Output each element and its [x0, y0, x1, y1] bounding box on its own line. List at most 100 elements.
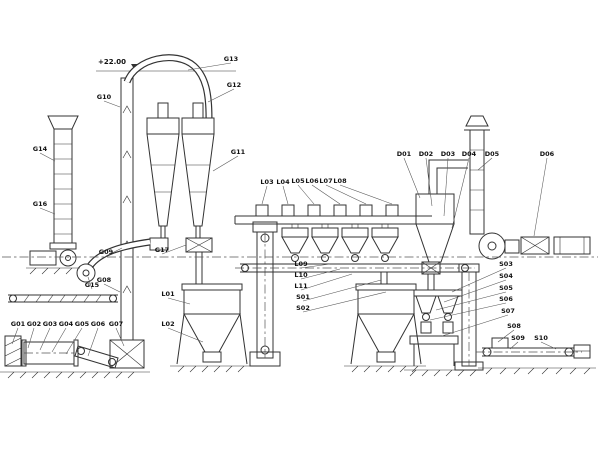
id-fan-group — [478, 232, 591, 260]
elevator-top-pulley — [260, 233, 270, 243]
fan-outlet — [504, 239, 520, 254]
blower-motor — [29, 250, 57, 266]
leader-line-D05 — [477, 157, 493, 171]
hopper-drop-pipe — [380, 272, 388, 284]
leader-line-S04 — [443, 279, 507, 303]
equipment-label-G14: G14 — [33, 145, 48, 153]
sifter-airlock-3 — [351, 254, 359, 262]
leader-line-L10 — [300, 268, 341, 280]
recycle-fan-hub — [82, 269, 90, 277]
sifter-cone-2 — [311, 236, 339, 254]
cyclone-header-left — [146, 117, 180, 135]
conveyor-pulley-right — [564, 347, 574, 357]
equipment-label-S01: S01 — [296, 293, 310, 301]
bucket-elevator-left — [249, 221, 281, 367]
collector-exhaust-pipe — [428, 159, 468, 194]
equipment-label-L03: L03 — [260, 178, 273, 186]
equipment-label-G13: G13 — [224, 55, 238, 63]
leader-line-L02 — [167, 327, 204, 343]
feed-assembly — [0, 335, 150, 379]
equipment-label-L02: L02 — [161, 320, 174, 328]
equipment-label-G12: G12 — [227, 81, 241, 89]
screw-pulley-right — [108, 358, 116, 366]
blower-fan — [59, 249, 77, 267]
cyclone-header-right — [181, 117, 215, 135]
collector-valve — [421, 261, 441, 275]
collector-body — [415, 193, 455, 225]
equipment-label-G06: G06 — [91, 320, 106, 328]
leader-line-G16 — [39, 207, 56, 215]
flow-arrows — [122, 105, 132, 294]
elevator-bottom-pulley — [260, 345, 270, 355]
equipment-label-S09: S09 — [511, 334, 525, 342]
leader-line-S10 — [540, 341, 557, 350]
equipment-label-G01: G01 — [11, 320, 26, 328]
blower-hub — [65, 255, 71, 261]
leader-line-G12 — [207, 88, 235, 103]
collecting-conveyor — [235, 263, 475, 284]
leader-line-L06 — [311, 184, 341, 205]
leader-line-G03 — [39, 327, 51, 351]
feeder-unit-1 — [255, 204, 269, 217]
leader-line-L09 — [300, 263, 331, 269]
hopper-outlet — [376, 351, 396, 363]
hopper-body — [183, 289, 241, 315]
conveyor-casing — [240, 263, 470, 273]
packing-bag-2 — [442, 321, 454, 334]
column-base-feeder — [109, 339, 145, 369]
equipment-label-D02: D02 — [419, 150, 433, 158]
equipment-label-D06: D06 — [540, 150, 555, 158]
leader-line-G10 — [103, 100, 121, 108]
leader-line-G05 — [65, 327, 83, 355]
sifter-airlock-2 — [321, 254, 329, 262]
stack-shaft — [53, 128, 73, 244]
leader-line-G15 — [87, 276, 93, 290]
packing-hopper-1 — [415, 295, 437, 314]
equipment-label-G04: G04 — [59, 320, 74, 328]
equipment-label-S06: S06 — [499, 295, 513, 303]
leader-line-G09 — [105, 247, 123, 257]
cone-ticks — [151, 164, 210, 193]
leader-line-L05 — [297, 184, 315, 205]
equipment-label-S07: S07 — [501, 307, 515, 315]
equipment-label-G17: G17 — [155, 246, 169, 254]
conveyor-pulley-left — [482, 347, 492, 357]
equipment-label-G09: G09 — [99, 248, 114, 256]
control-box-lines — [559, 237, 585, 254]
equipment-label-G15: G15 — [85, 281, 100, 289]
control-box — [553, 236, 591, 255]
equipment-label-L11: L11 — [294, 282, 308, 290]
equipment-label-G07: G07 — [109, 320, 123, 328]
equipment-label-G02: G02 — [27, 320, 41, 328]
leader-line-S06 — [429, 302, 507, 321]
equipment-label-G03: G03 — [43, 320, 57, 328]
hopper-ground-hatch — [344, 365, 426, 373]
chimney-rain-cap — [465, 115, 489, 127]
equipment-label-G10: G10 — [97, 93, 112, 101]
vortex-tube-right — [192, 102, 204, 119]
blower-ground-hatch — [26, 267, 80, 275]
equipment-label-S10: S10 — [534, 334, 548, 342]
equipment-label-D04: D04 — [462, 150, 477, 158]
feeder-unit-6 — [385, 204, 399, 217]
leader-line-G07 — [115, 327, 125, 347]
sifter-airlock-4 — [381, 254, 389, 262]
silencer-cross — [520, 236, 550, 255]
packing-station — [404, 274, 478, 377]
hopper-legs — [176, 313, 248, 365]
sifter-row — [281, 224, 399, 262]
hopper-legs — [350, 313, 422, 365]
packing-bag-1 — [420, 321, 432, 334]
bucket-elevator-right — [454, 263, 484, 371]
id-fan-hub — [487, 241, 497, 251]
leader-line-D06 — [533, 157, 548, 237]
leader-line-D01 — [403, 157, 421, 199]
leader-line-L11 — [300, 273, 353, 291]
exhaust-chimney — [464, 115, 490, 235]
leader-line-L07 — [325, 184, 367, 205]
belt-lines — [8, 294, 118, 303]
equipment-label-G11: G11 — [231, 148, 246, 156]
collector-cone — [415, 223, 455, 263]
cyclone-cone-left — [146, 133, 180, 227]
